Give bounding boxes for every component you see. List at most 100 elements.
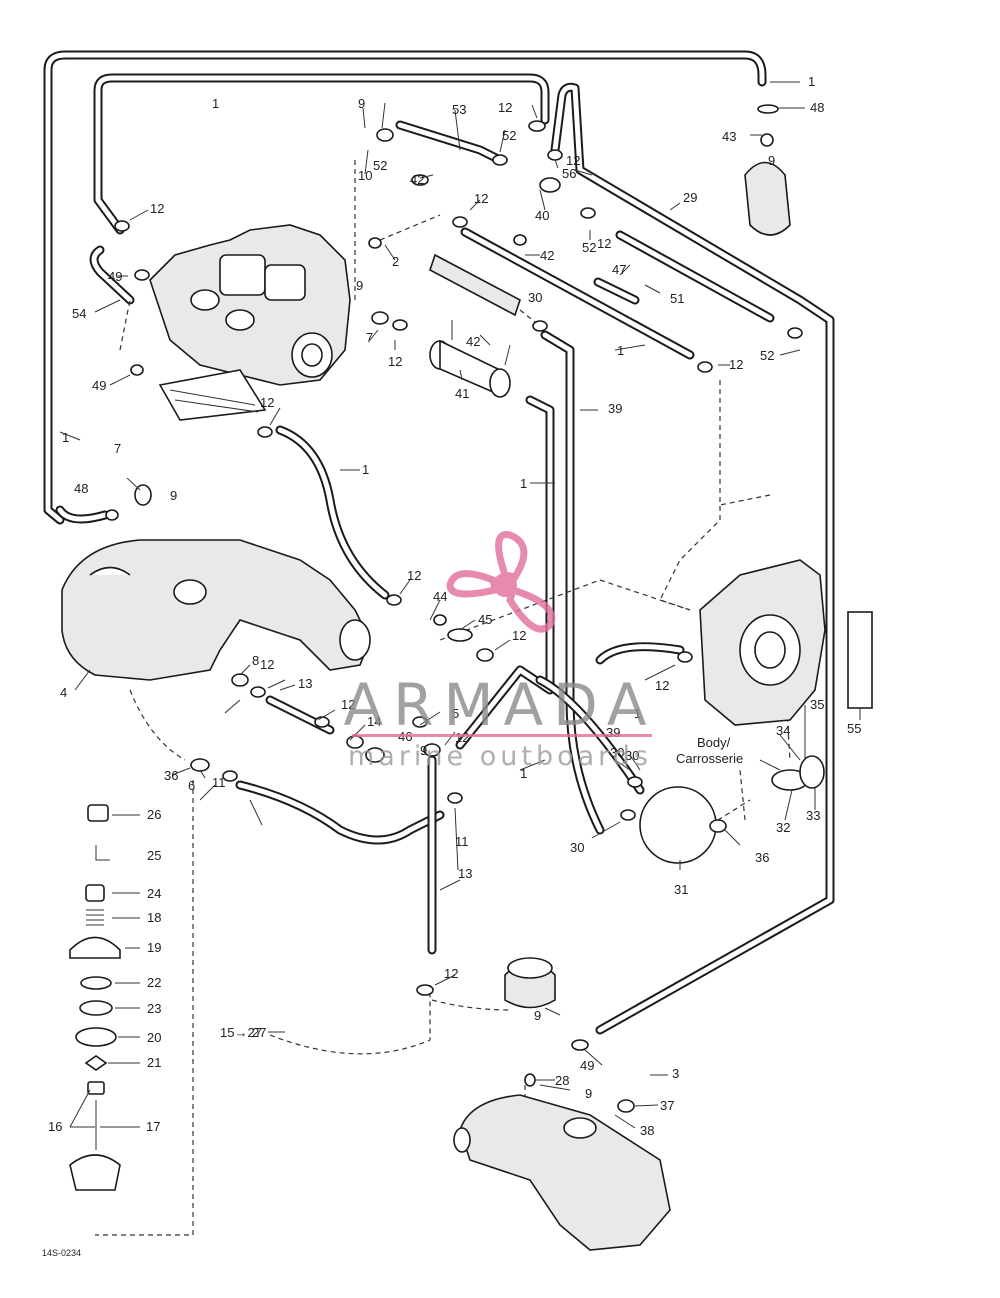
- callout-49: 49: [92, 378, 106, 393]
- callout-25: 25: [147, 848, 161, 863]
- callout-52: 52: [582, 240, 596, 255]
- callout-30: 30: [625, 748, 639, 763]
- callout-10: 10: [358, 168, 372, 183]
- diagram-code: 14S-0234: [42, 1248, 81, 1258]
- callout-52: 52: [760, 348, 774, 363]
- coupler-41: [429, 339, 511, 398]
- callout-12: 12: [498, 100, 512, 115]
- callout-12: 12: [341, 697, 355, 712]
- callout-24: 24: [147, 886, 161, 901]
- watermark-tagline: marine outboards: [348, 741, 652, 772]
- watermark-underline: [352, 734, 652, 737]
- callout-6: 6: [188, 778, 195, 793]
- tank-31: [639, 786, 717, 864]
- callout-42: 42: [410, 172, 424, 187]
- callout-1: 1: [212, 96, 219, 111]
- callout-30: 30: [528, 290, 542, 305]
- exhaust-manifold: [61, 539, 371, 681]
- callout-12: 12: [150, 201, 164, 216]
- callout-26: 26: [147, 807, 161, 822]
- callout-9: 9: [420, 743, 427, 758]
- clamps: [105, 104, 803, 1113]
- callout-48: 48: [810, 100, 824, 115]
- callout-4: 4: [60, 685, 67, 700]
- callout-12: 12: [655, 678, 669, 693]
- callout-20: 20: [147, 1030, 161, 1045]
- leader-lines: [59, 81, 861, 1129]
- callout-36: 36: [755, 850, 769, 865]
- callout-2: 2: [392, 254, 399, 269]
- pump-housing: [699, 559, 826, 726]
- callout-56: 56: [562, 166, 576, 181]
- callout-12: 12: [260, 657, 274, 672]
- callout-12: 12: [260, 395, 274, 410]
- callout-12: 12: [388, 354, 402, 369]
- callout-12: 12: [444, 966, 458, 981]
- callout-9: 9: [768, 153, 775, 168]
- callout-21: 21: [147, 1055, 161, 1070]
- callout-12: 12: [597, 236, 611, 251]
- callout-11: 11: [212, 775, 226, 790]
- muffler-lower: [453, 1094, 671, 1251]
- callout-3: 3: [672, 1066, 679, 1081]
- callout-17: 17: [146, 1119, 160, 1134]
- subassembly-label: 15→27: [220, 1025, 262, 1040]
- callout-1: 1: [520, 476, 527, 491]
- watermark-brand: ARMADA: [343, 671, 656, 739]
- callout-30: 30: [570, 840, 584, 855]
- callout-36: 36: [164, 768, 178, 783]
- reservoir: [504, 957, 556, 1009]
- body-label-line2: Carrosserie: [676, 751, 743, 766]
- tube-42: [429, 253, 521, 317]
- callout-30: 30: [610, 745, 624, 760]
- callout-29: 29: [683, 190, 697, 205]
- callout-14: 14: [367, 714, 381, 729]
- callout-1: 1: [634, 706, 641, 721]
- callout-13: 13: [298, 676, 312, 691]
- callout-9: 9: [358, 96, 365, 111]
- callout-1: 1: [520, 766, 527, 781]
- callout-47: 47: [612, 262, 626, 277]
- body-label-line1: Body/: [697, 735, 731, 750]
- callout-22: 22: [147, 975, 161, 990]
- callout-49: 49: [108, 269, 122, 284]
- callout-18: 18: [147, 910, 161, 925]
- callout-12: 12: [566, 153, 580, 168]
- callout-11: 11: [455, 834, 469, 849]
- engine-block: [149, 224, 351, 421]
- callout-53: 53: [452, 102, 466, 117]
- callout-16: 16: [48, 1119, 62, 1134]
- callout-51: 51: [670, 291, 684, 306]
- callout-31: 31: [674, 882, 688, 897]
- callout-45: 45: [478, 612, 492, 627]
- callout-42: 42: [540, 248, 554, 263]
- callout-12: 12: [474, 191, 488, 206]
- callout-54: 54: [72, 306, 86, 321]
- watermark: ARMADA marine outboards: [343, 531, 656, 772]
- callout-52: 52: [373, 158, 387, 173]
- callout-8: 8: [252, 653, 259, 668]
- callout-1: 1: [62, 430, 69, 445]
- callout-33: 33: [806, 808, 820, 823]
- callout-12: 12: [407, 568, 421, 583]
- callout-9: 9: [534, 1008, 541, 1023]
- callout-9: 9: [585, 1086, 592, 1101]
- valve-stack: [69, 804, 121, 1191]
- callout-12: 12: [455, 730, 469, 745]
- callout-38: 38: [640, 1123, 654, 1138]
- callout-35: 35: [810, 697, 824, 712]
- callout-39: 39: [608, 401, 622, 416]
- callout-40: 40: [535, 208, 549, 223]
- callout-7: 7: [366, 330, 373, 345]
- callout-34: 34: [776, 723, 790, 738]
- callout-49: 49: [580, 1058, 594, 1073]
- fitting-32-33: [771, 755, 825, 791]
- callout-48: 48: [74, 481, 88, 496]
- callout-43: 43: [722, 129, 736, 144]
- callout-7: 7: [114, 441, 121, 456]
- callout-labels: 1111111123456778999999910111112121212121…: [48, 74, 861, 1138]
- callout-12: 12: [729, 357, 743, 372]
- canister-43: [744, 133, 791, 236]
